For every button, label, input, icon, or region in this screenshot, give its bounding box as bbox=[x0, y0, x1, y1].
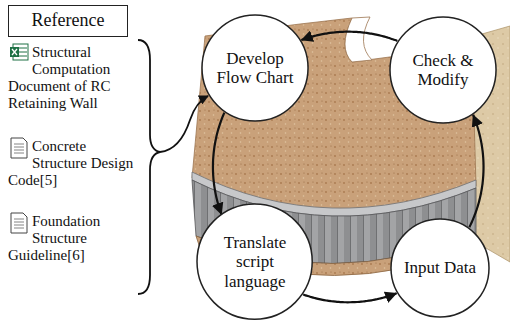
node-text: Check & Modify bbox=[400, 51, 486, 89]
document-icon bbox=[11, 138, 27, 158]
reference-text: Foundation Structure Guideline[6] bbox=[8, 213, 100, 263]
reference-item: Concrete Structure Design Code[5] bbox=[8, 138, 136, 189]
reference-item: Structural Computation Document of RC Re… bbox=[8, 44, 136, 112]
backfill-cut bbox=[345, 17, 372, 62]
node-text: Input Data bbox=[404, 258, 476, 277]
circle-shape bbox=[202, 15, 308, 121]
cycle-arrow bbox=[303, 293, 396, 302]
reference-text: Concrete Structure Design Code[5] bbox=[8, 138, 133, 188]
process-circle: Translate script language bbox=[196, 203, 313, 320]
reference-text: Structural Computation Document of RC Re… bbox=[8, 44, 111, 111]
icon-spacer bbox=[8, 213, 30, 245]
icon-spacer bbox=[8, 138, 30, 170]
cycle-arrow bbox=[213, 113, 224, 215]
excel-icon bbox=[10, 44, 28, 60]
process-circle: Check & Modify bbox=[389, 16, 497, 124]
document-icon bbox=[11, 213, 27, 233]
reference-box: Reference bbox=[8, 5, 128, 37]
circle-shape bbox=[390, 17, 496, 123]
node-text: Translate script language bbox=[212, 233, 298, 290]
circle-shape bbox=[391, 219, 489, 317]
reference-brace bbox=[138, 40, 160, 294]
node-text: Reference bbox=[32, 11, 105, 31]
cycle-arrow bbox=[301, 32, 397, 41]
icon-spacer bbox=[8, 44, 30, 76]
node-text: Develop Flow Chart bbox=[212, 49, 298, 87]
process-circle: Develop Flow Chart bbox=[201, 14, 309, 122]
cycle-arrow bbox=[469, 115, 483, 227]
reference-item: Foundation Structure Guideline[6] bbox=[8, 213, 136, 264]
brace-arrow bbox=[160, 96, 208, 152]
process-circle: Input Data bbox=[390, 218, 490, 318]
circle-shape bbox=[197, 204, 312, 319]
